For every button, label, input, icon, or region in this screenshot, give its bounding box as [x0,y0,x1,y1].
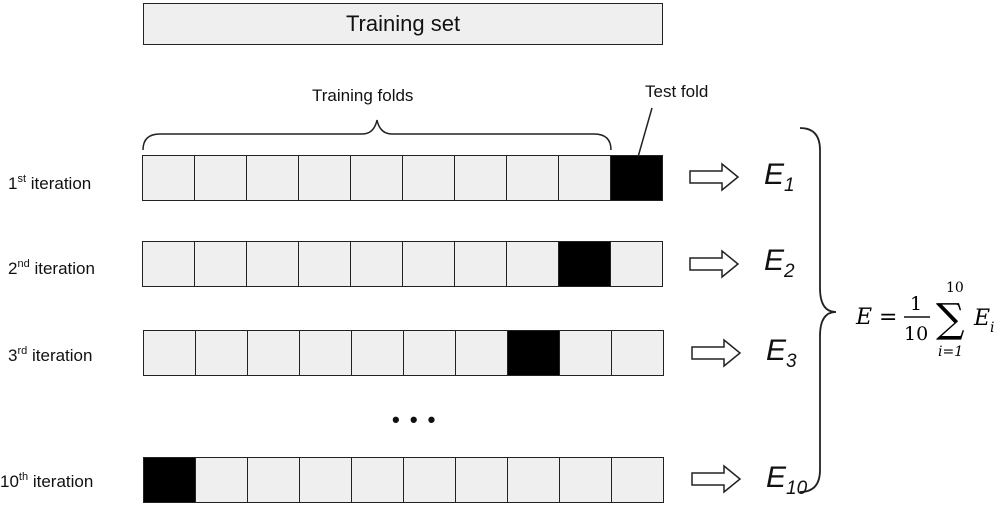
formula-lhs: E [855,305,872,330]
error-label-4: E10 [766,461,808,499]
training-fold-cell [612,458,663,502]
training-fold-cell [299,156,351,200]
training-fold-cell [247,156,299,200]
fold-row-4 [143,457,664,503]
training-fold-cell [196,331,248,375]
arrow-row-1 [689,162,740,192]
test-fold-cell [611,156,662,200]
test-fold-cell [508,331,560,375]
training-fold-cell [507,156,559,200]
training-fold-cell [456,331,508,375]
test-fold-cell [559,242,611,286]
iteration-label-2: 2nd iteration [8,258,95,279]
training-fold-cell [247,242,299,286]
error-label-1: E1 [764,158,795,196]
training-fold-cell [455,156,507,200]
training-fold-cell [611,242,662,286]
formula-sum-lower: i=1 [938,344,963,360]
training-fold-cell [403,242,455,286]
training-fold-cell [300,331,352,375]
training-set-box: Training set [143,3,663,45]
training-fold-cell [404,458,456,502]
iteration-label-1: 1st iteration [8,173,92,194]
training-fold-cell [143,156,195,200]
arrow-row-3 [691,338,742,368]
training-fold-cell [195,156,247,200]
training-fold-cell [196,458,248,502]
training-fold-cell [404,331,456,375]
iteration-label-3: 3rd iteration [8,345,93,366]
training-fold-cell [300,458,352,502]
fold-row-2 [142,241,663,287]
test-fold-label: Test fold [645,82,709,101]
training-folds-label: Training folds [312,86,414,105]
training-fold-cell [612,331,663,375]
formula-denominator: 10 [904,323,928,345]
training-fold-cell [352,331,404,375]
iteration-label-4: 10th iteration [0,471,94,492]
formula-numerator: 1 [910,293,922,315]
error-label-3: E3 [766,334,797,372]
training-fold-cell [352,458,404,502]
training-folds-brace [142,119,612,151]
training-fold-cell [144,331,196,375]
training-set-label: Training set [345,11,461,36]
formula-equals: = [879,305,897,330]
arrow-row-4 [691,464,742,494]
test-fold-cell [144,458,196,502]
training-fold-cell [403,156,455,200]
training-fold-cell [507,242,559,286]
formula-term: E [973,306,990,331]
training-fold-cell [560,458,612,502]
average-error-formula: E = 1 10 10 ∑ i=1 E i [855,280,994,360]
training-fold-cell [299,242,351,286]
training-fold-cell [351,156,403,200]
training-fold-cell [456,458,508,502]
fold-row-1 [142,155,663,201]
training-fold-cell [143,242,195,286]
training-fold-cell [195,242,247,286]
training-fold-cell [351,242,403,286]
training-fold-cell [559,156,611,200]
fold-row-3 [143,330,664,376]
training-fold-cell [248,331,300,375]
training-fold-cell [455,242,507,286]
sigma-icon: ∑ [936,296,965,342]
training-fold-cell [248,458,300,502]
summary-brace [799,127,837,493]
arrow-row-2 [689,249,740,279]
ellipsis: • • • [392,407,438,432]
formula-sum-upper: 10 [946,280,964,296]
error-label-2: E2 [764,244,795,282]
training-fold-cell [560,331,612,375]
training-fold-cell [508,458,560,502]
test-fold-pointer [637,107,653,158]
formula-term-sub: i [990,320,994,336]
